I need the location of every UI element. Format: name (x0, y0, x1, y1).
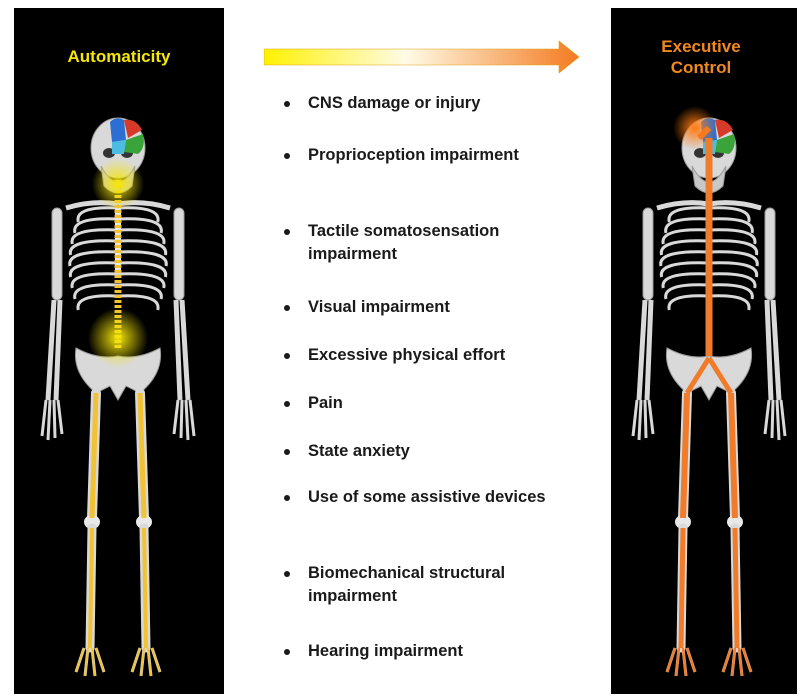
bullet-icon (284, 401, 290, 407)
factor-item: Proprioception impairment (284, 144, 584, 167)
factor-text: Excessive physical effort (308, 346, 505, 364)
hand-right (174, 400, 194, 440)
factor-text: Hearing impairment (308, 642, 463, 660)
gradient-arrow (264, 38, 584, 78)
factor-item: CNS damage or injury (284, 92, 584, 115)
brain-temporal-lobe (112, 140, 126, 154)
rib (78, 296, 118, 310)
factor-item: Biomechanical structural impairment (284, 562, 584, 608)
humerus-right (765, 208, 775, 300)
forearm-right (176, 300, 188, 400)
hand-left (633, 400, 653, 440)
factor-text: Use of some assistive devices (308, 488, 546, 506)
bullet-icon (284, 153, 290, 159)
factor-text: Biomechanical structural impairment (308, 564, 505, 605)
bullet-icon (284, 649, 290, 655)
skeleton-automaticity-illustration (14, 8, 224, 694)
leg-pathway-highlight (90, 528, 92, 648)
bullet-icon (284, 353, 290, 359)
forearm-right (767, 300, 779, 400)
brain-frontal-lobe (110, 118, 126, 142)
factor-item: Tactile somatosensation impairment (284, 220, 584, 266)
humerus-left (643, 208, 653, 300)
leg-pathway-highlight (683, 393, 687, 518)
bullet-icon (284, 305, 290, 311)
skeleton-executive-control-illustration (611, 8, 797, 694)
bullet-icon (284, 229, 290, 235)
rib (709, 296, 749, 310)
factor-item: Hearing impairment (284, 640, 584, 663)
factor-item: Pain (284, 392, 584, 415)
spinal-cord-glow (88, 308, 148, 368)
factor-text: Pain (308, 394, 343, 412)
factor-text: Visual impairment (308, 298, 450, 316)
bullet-icon (284, 449, 290, 455)
humerus-right (174, 208, 184, 300)
factor-item: Use of some assistive devices (284, 486, 584, 509)
leg-pathway-highlight (735, 528, 737, 648)
bullet-icon (284, 495, 290, 501)
leg-pathway-highlight (731, 393, 735, 518)
leg-pathway-highlight (681, 528, 683, 648)
prefrontal-cortex-glow (673, 106, 717, 150)
leg-pathway-highlight (144, 528, 146, 648)
bullet-icon (284, 101, 290, 107)
bullet-icon (284, 571, 290, 577)
brainstem-glow (92, 158, 144, 210)
factor-text: Tactile somatosensation impairment (308, 222, 499, 263)
forearm-left (48, 300, 60, 400)
rib (118, 296, 158, 310)
factor-item: Excessive physical effort (284, 344, 584, 367)
factor-text: Proprioception impairment (308, 146, 519, 164)
factor-text: CNS damage or injury (308, 94, 480, 112)
executive-control-panel: Executive Control (611, 8, 797, 694)
automaticity-panel: Automaticity (14, 8, 224, 694)
factor-item: Visual impairment (284, 296, 584, 319)
factor-item: State anxiety (284, 440, 584, 463)
rib (669, 296, 709, 310)
forearm-left (639, 300, 651, 400)
humerus-left (52, 208, 62, 300)
hand-right (765, 400, 785, 440)
hand-left (42, 400, 62, 440)
factor-text: State anxiety (308, 442, 410, 460)
